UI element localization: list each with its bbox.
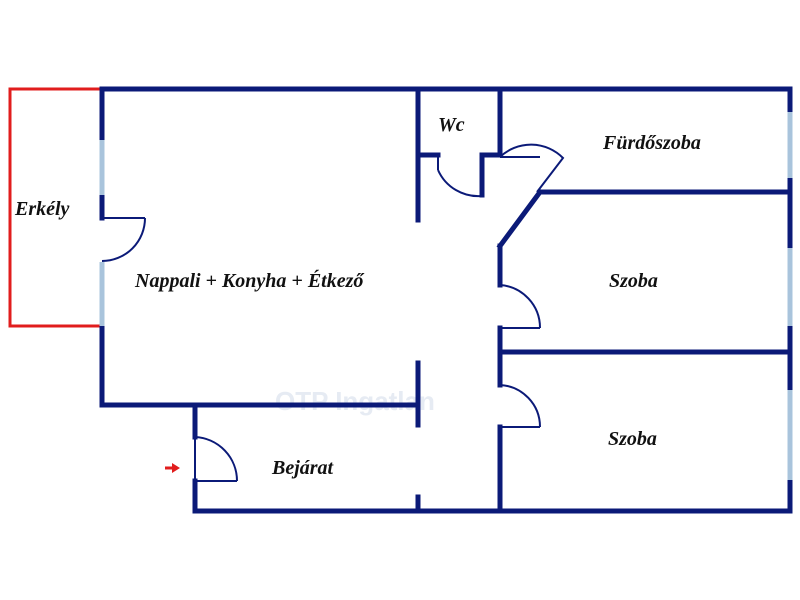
room-label-bathroom: Fürdőszoba xyxy=(602,132,701,154)
room1-door xyxy=(499,284,542,329)
balcony-door xyxy=(101,217,146,262)
room-label-room2: Szoba xyxy=(608,428,657,450)
room-label-entrance: Bejárat xyxy=(271,457,335,479)
room-label-room1: Szoba xyxy=(609,270,658,292)
room-label-balcony: Erkély xyxy=(14,198,70,220)
wc-door xyxy=(437,155,483,198)
arrow-right-icon xyxy=(165,463,180,473)
entrance-door xyxy=(194,436,239,482)
room-label-living: Nappali + Konyha + Étkező xyxy=(134,269,365,292)
room2-door xyxy=(499,384,542,428)
room-label-wc: Wc xyxy=(438,114,465,136)
bathroom-door xyxy=(499,143,565,193)
windows xyxy=(99,112,793,480)
watermark: OTP Ingatlan xyxy=(275,386,435,416)
balcony-outline xyxy=(8,87,102,328)
